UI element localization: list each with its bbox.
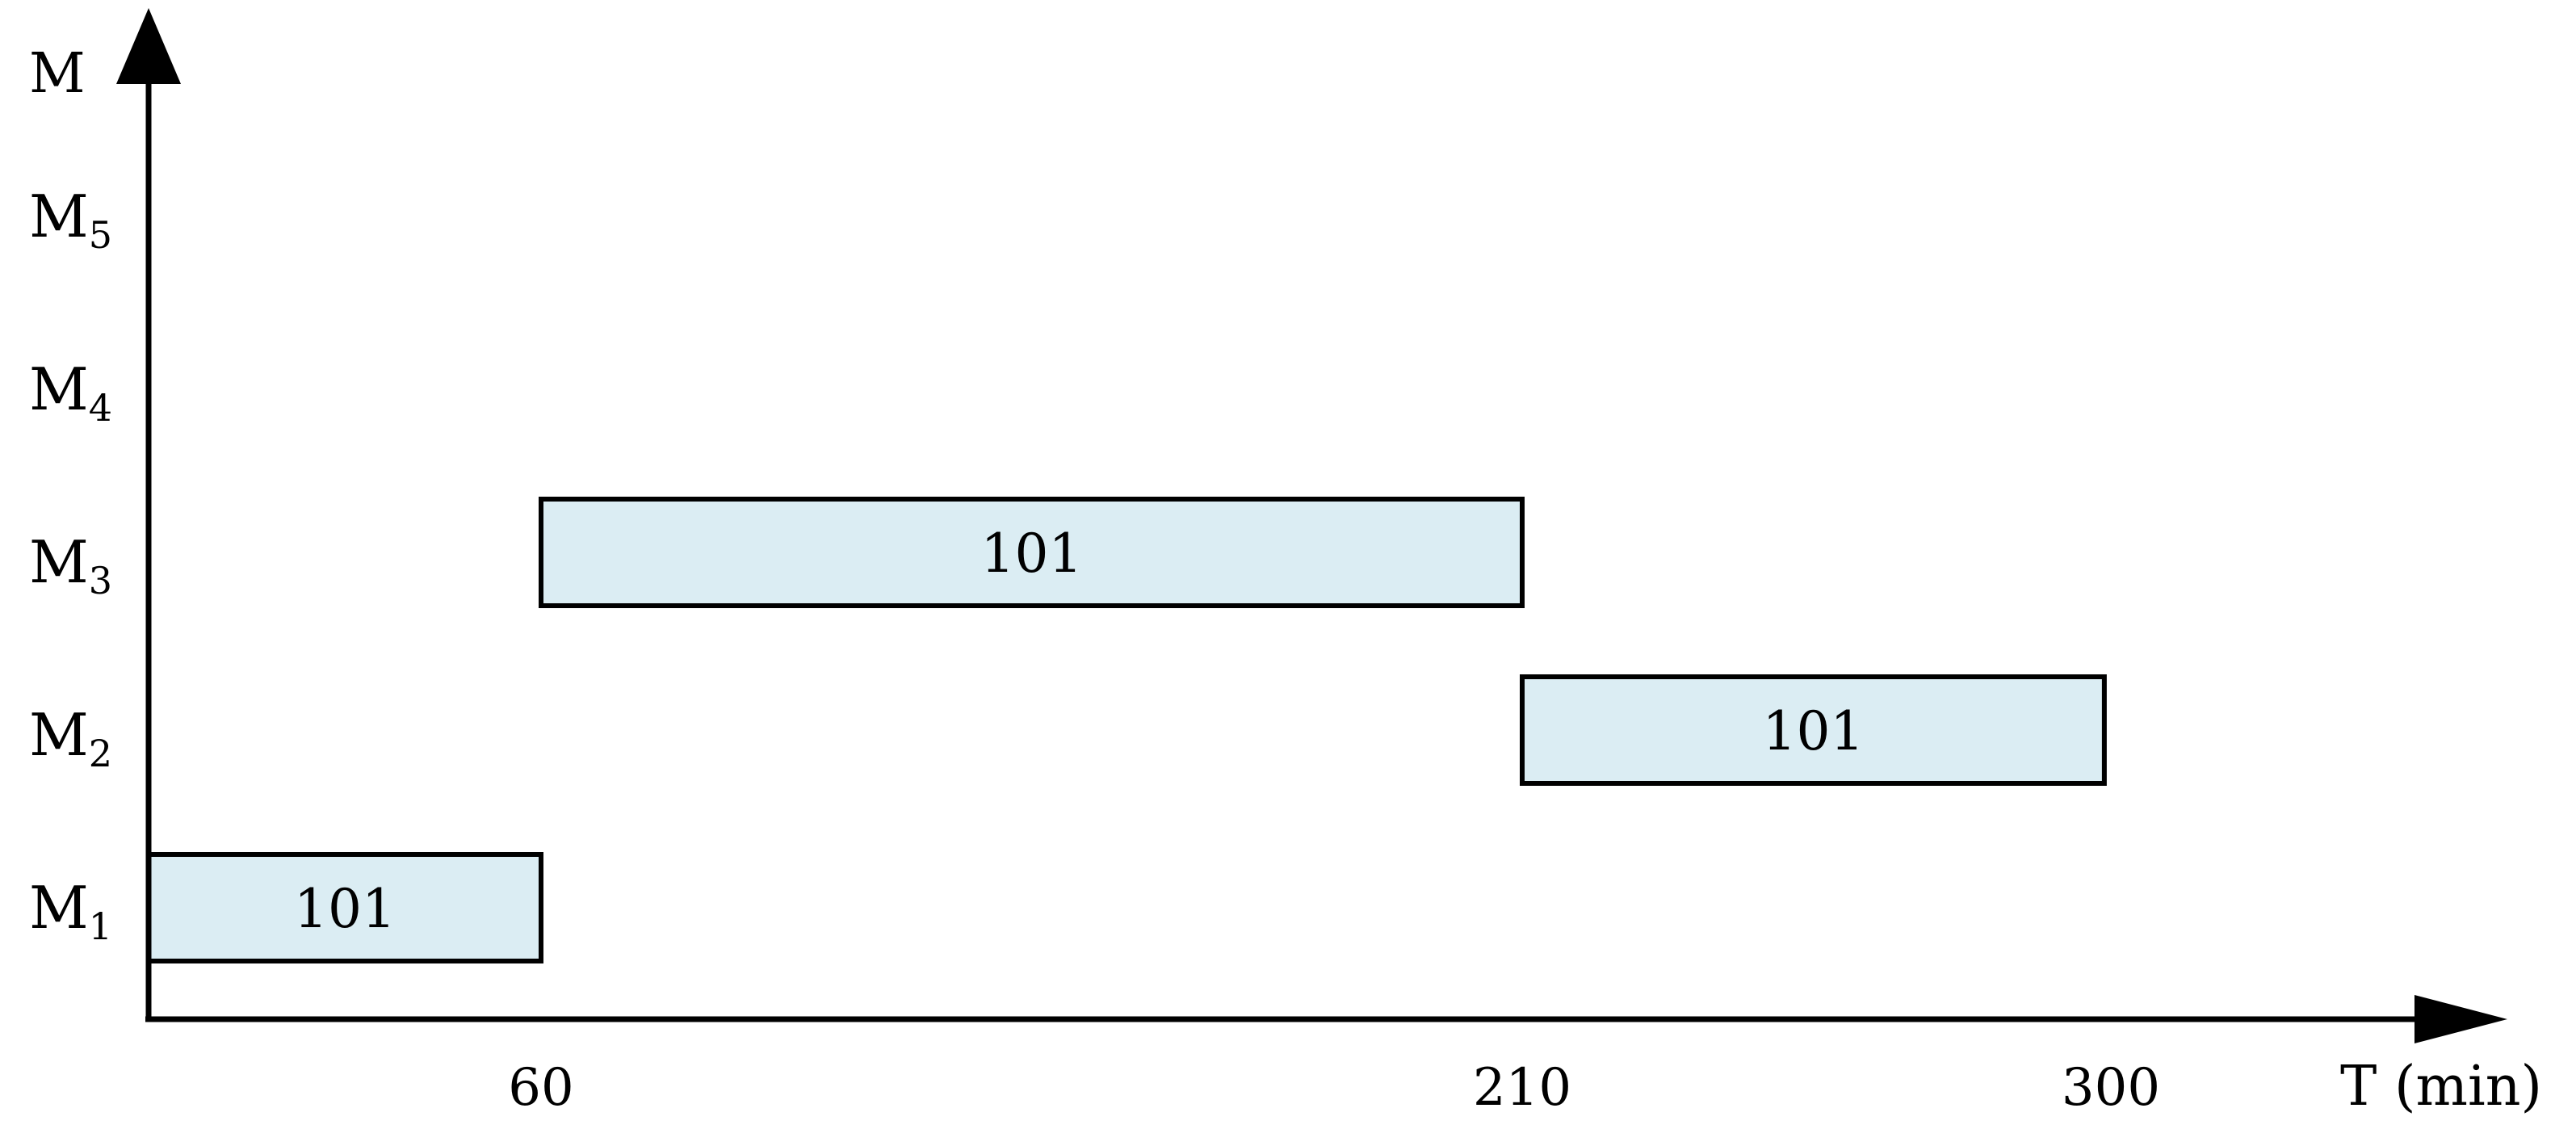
gantt-bar-label: 101	[294, 878, 396, 940]
x-axis-title: T (min)	[2340, 1055, 2542, 1119]
gantt-bar	[539, 497, 1525, 608]
axes-layer: M T (min)	[29, 8, 2542, 1119]
y-row-label: M1	[29, 874, 112, 948]
y-axis-arrowhead-icon	[116, 8, 181, 84]
y-row-label-main: M	[29, 874, 89, 942]
y-row-label-main: M	[29, 355, 89, 423]
y-row-label-subscript: 4	[89, 386, 112, 430]
y-row-label: M4	[29, 355, 112, 430]
y-row-label-subscript: 3	[89, 559, 112, 602]
y-row-label-main: M	[29, 183, 89, 250]
y-row-label-subscript: 2	[89, 732, 112, 775]
gantt-bar-label: 101	[1762, 700, 1864, 762]
y-row-label: M5	[29, 183, 112, 257]
y-row-label: M3	[29, 528, 112, 602]
x-tick-label: 300	[2062, 1058, 2160, 1118]
y-row-label-main: M	[29, 701, 89, 769]
y-axis-title: M	[29, 42, 86, 106]
gantt-bar	[1520, 674, 2107, 786]
x-tick-label: 60	[508, 1058, 573, 1118]
ticks-layer: 60 210 300	[508, 1058, 2160, 1118]
y-row-label-subscript: 1	[89, 905, 112, 948]
gantt-bar-label: 101	[981, 523, 1083, 585]
x-axis-arrowhead-icon	[2414, 995, 2507, 1043]
y-row-label-main: M	[29, 528, 89, 596]
bars-layer: 101 101 101	[146, 497, 2107, 963]
y-row-label: M2	[29, 701, 112, 775]
x-tick-label: 210	[1473, 1058, 1571, 1118]
y-row-label-subscript: 5	[89, 213, 112, 257]
